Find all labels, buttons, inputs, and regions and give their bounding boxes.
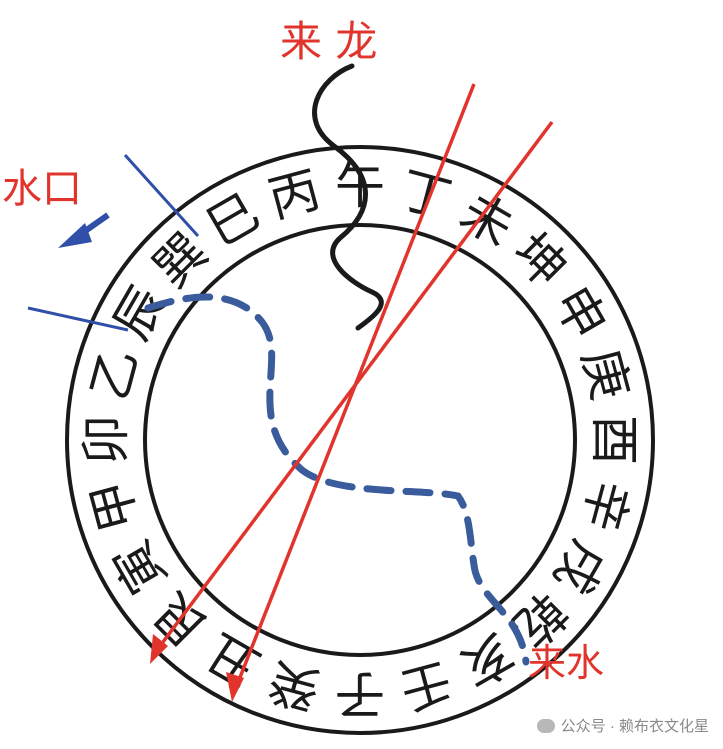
red-axis-line-2-arrowhead	[150, 634, 168, 664]
ring-char-12: 子	[335, 665, 385, 723]
ring-char-5: 庚	[571, 343, 640, 406]
wechat-logo-icon	[536, 718, 555, 733]
red-axis-line-1-arrowhead	[226, 672, 244, 702]
water-outlet-label: 水口	[2, 166, 82, 212]
watermark-text: 公众号 · 赖布衣文化星	[560, 718, 709, 735]
ring-char-18: 卯	[77, 415, 135, 465]
watermark: 公众号 · 赖布衣文化星	[536, 715, 709, 736]
water-path-dashed	[144, 293, 530, 666]
ring-char-11: 壬	[394, 651, 457, 720]
ring-char-17: 甲	[80, 474, 149, 537]
ring-char-0: 午	[335, 157, 385, 215]
sector-divider-line-lower	[27, 306, 129, 332]
outer-ring-circle	[65, 145, 655, 735]
dragon-label: 来 龙	[280, 17, 377, 66]
ring-char-10: 亥	[451, 622, 523, 697]
ring-char-4: 申	[542, 277, 617, 349]
ring-char-23: 丙	[263, 160, 326, 229]
ring-char-2: 未	[451, 182, 523, 257]
ring-char-20: 辰	[102, 277, 177, 349]
ring-char-8: 戌	[542, 531, 617, 603]
ring-mountain-characters: 午丁未坤申庚酉辛戌乾亥壬子癸丑艮寅甲卯乙辰巽巳丙	[77, 157, 643, 723]
ring-char-13: 癸	[263, 651, 326, 720]
red-axis-line-2	[152, 120, 554, 656]
ring-char-1: 丁	[394, 160, 457, 229]
sector-divider-line-upper	[123, 153, 200, 238]
ring-char-19: 乙	[80, 343, 149, 406]
dragon-vein-line	[312, 63, 384, 331]
water-outlet-arrowhead	[58, 223, 92, 248]
ring-char-22: 巳	[197, 182, 269, 257]
inner-ring-circle	[143, 223, 577, 657]
ring-char-7: 辛	[571, 474, 640, 537]
water-inlet-label: 来水	[528, 641, 604, 685]
ring-char-6: 酉	[585, 415, 643, 465]
ring-char-16: 寅	[102, 531, 177, 603]
